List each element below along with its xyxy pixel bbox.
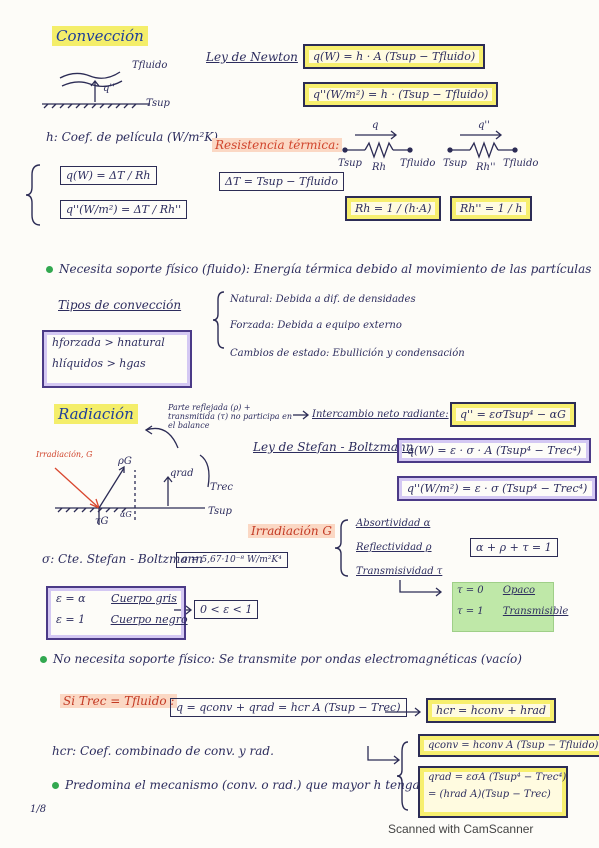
r1-tfluido: Tfluido [400, 158, 436, 169]
conv-forzada: Forzada: Debida a equipo externo [230, 320, 402, 331]
qconv-box: qconv = hconv A (Tsup − Tfluido) [418, 734, 599, 757]
convection-title: Convección [52, 26, 148, 46]
t0: τ = 0 [457, 585, 484, 596]
r2-q: q'' [478, 120, 490, 131]
eg2b: Cuerpo negro [110, 613, 188, 626]
sigma-label: σ: Cte. Stefan - Boltzmann [42, 552, 203, 566]
fig-tfluido-label: Tfluido [132, 60, 168, 71]
reflectividad: Reflectividad ρ [356, 542, 432, 553]
fig-tsup: Tsup [208, 506, 232, 517]
conv-compare-2: hlíquidos > hgas [52, 357, 146, 370]
conv-types-label: Tipos de convección [58, 298, 182, 312]
radiation-figure [54, 410, 310, 525]
eg1b: Cuerpo gris [111, 592, 177, 605]
r2-tfluido: Tfluido [503, 158, 539, 169]
combined-eq: q = qconv + qrad = hcr A (Tsup − Trec) [170, 698, 407, 717]
r2-rh: Rh'' [476, 162, 496, 173]
si-trec-label: Si Trec = Tfluido : [60, 694, 178, 708]
conv-bullet-text: Necesita soporte físico (fluido): Energí… [59, 262, 592, 276]
conv-compare-1: hforzada > hnatural [52, 336, 165, 349]
t0-row: τ = 0 Opaco [457, 585, 549, 596]
bullet-dot-icon [46, 266, 53, 273]
fig-tauG: τG [95, 516, 109, 527]
t0b: Opaco [502, 585, 536, 596]
brace-tipos [212, 291, 225, 349]
conv-natural: Natural: Debida a dif. de densidades [230, 294, 416, 305]
transmisividad: Transmisividad τ [356, 566, 443, 577]
reflected-note: Parte reflejada (ρ) + transmitida (τ) no… [168, 403, 292, 430]
rh-box: Rh = 1 / (h·A) [345, 196, 442, 221]
emissivity-range-box: 0 < ε < 1 [194, 600, 259, 619]
stefan-eq-q: q(W) = ε · σ · A (Tsup⁴ − Trec⁴) [397, 438, 592, 463]
conv-comparison-box: hforzada > hnatural hlíquidos > hgas [42, 330, 192, 388]
fig-irradiation: Irradiación, G [36, 450, 93, 459]
sum-box: α + ρ + τ = 1 [470, 538, 558, 557]
fig-trec: Trec [210, 482, 233, 493]
t1: τ = 1 [457, 606, 484, 617]
t1-row: τ = 1 Transmisible [457, 606, 568, 617]
irradiation-label: Irradiación G [248, 524, 335, 538]
brace-final [396, 741, 409, 811]
sigma-box: σ = 5,67·10⁻⁸ W/m²K⁴ [176, 552, 288, 568]
formula-flux-rh: q''(W/m²) = ΔT / Rh'' [60, 200, 188, 219]
net-exchange-box: q'' = εσTsup⁴ − αG [450, 402, 576, 427]
fig-alphaG: αG [120, 510, 132, 519]
radiation-title: Radiación [54, 404, 138, 424]
rad-bullet: No necesita soporte físico: Se transmite… [40, 652, 522, 666]
net-exchange-label: Intercambio neto radiante: [312, 409, 449, 420]
emissivity-box: ε = α Cuerpo gris ε = 1 Cuerpo negro [46, 586, 188, 640]
predominance-text: Predomina el mecanismo (conv. o rad.) qu… [65, 778, 424, 792]
conv-cambio: Cambios de estado: Ebullición y condensa… [230, 348, 465, 359]
qrad-line-1: qrad = εσA (Tsup⁴ − Trec⁴) [428, 772, 567, 783]
fig-q-label: q'' [103, 83, 115, 94]
predominance-bullet: Predomina el mecanismo (conv. o rad.) qu… [52, 778, 424, 792]
eg2: ε = 1 [56, 613, 86, 626]
r1-tsup: Tsup [338, 158, 362, 169]
newton-law-label: Ley de Newton [206, 50, 298, 64]
scanner-watermark: Scanned with CamScanner [388, 822, 534, 836]
brace-irradiacion [334, 519, 349, 577]
newton-eq-q: q(W) = h · A (Tsup − Tfluido) [303, 44, 486, 69]
qrad-box: qrad = εσA (Tsup⁴ − Trec⁴) = (hrad A)(Ts… [418, 766, 568, 818]
qrad-line-2: = (hrad A)(Tsup − Trec) [428, 789, 551, 800]
formula-q-rh: q(W) = ΔT / Rh [60, 166, 157, 185]
rad-bullet-text: No necesita soporte físico: Se transmite… [53, 652, 522, 666]
convection-figure [42, 71, 150, 109]
emissivity-row-1: ε = α Cuerpo gris [56, 592, 177, 605]
transmissivity-box: τ = 0 Opaco τ = 1 Transmisible [452, 582, 568, 632]
hcr-def: hcr: Coef. combinado de conv. y rad. [52, 744, 274, 758]
r2-tsup: Tsup [443, 158, 467, 169]
newton-eq-flux: q''(W/m²) = h · (Tsup − Tfluido) [303, 82, 499, 107]
rh2-box: Rh'' = 1 / h [450, 196, 533, 221]
fig-tsup-label: Tsup [146, 98, 170, 109]
eg1: ε = α [56, 592, 86, 605]
resistance-label: Resistencia térmica: [212, 138, 343, 152]
t1b: Transmisible [502, 606, 569, 617]
r1-rh: Rh [372, 162, 386, 173]
h-definition: h: Coef. de película (W/m²K) [46, 130, 218, 144]
stefan-eq-flux: q''(W/m²) = ε · σ (Tsup⁴ − Trec⁴) [397, 476, 598, 501]
resistor-2 [447, 130, 518, 159]
resistor-1 [342, 130, 413, 159]
emissivity-row-2: ε = 1 Cuerpo negro [56, 613, 188, 626]
stefan-law-label: Ley de Stefan - Boltzmann [253, 440, 414, 454]
fig-qrad: qrad [170, 468, 194, 479]
conv-bullet: Necesita soporte físico (fluido): Energí… [46, 262, 591, 276]
absortividad: Absortividad α [356, 518, 431, 529]
r1-q: q [372, 120, 379, 131]
brace-eg [30, 592, 40, 638]
bullet-dot-icon [52, 782, 59, 789]
bullet-dot-icon [40, 656, 47, 663]
hcr-box: hcr = hconv + hrad [426, 698, 557, 723]
brace-left-1 [25, 164, 41, 226]
page-number: 1/8 [30, 804, 47, 815]
fig-rhoG: ρG [118, 456, 132, 467]
deltaT-box: ΔT = Tsup − Tfluido [219, 172, 344, 191]
